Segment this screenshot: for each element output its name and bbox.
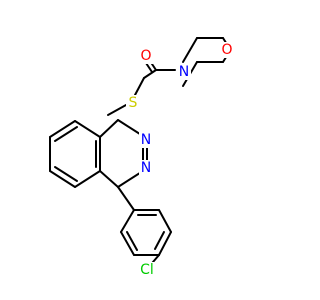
morpholine-nitrogen-label: N bbox=[179, 64, 189, 80]
bond bbox=[120, 209, 135, 233]
bond bbox=[117, 170, 144, 188]
bond bbox=[117, 186, 135, 211]
bond bbox=[74, 170, 101, 188]
sulfur-label: S bbox=[129, 95, 138, 111]
benzo-ring bbox=[49, 120, 101, 188]
bond bbox=[99, 119, 119, 138]
bond bbox=[145, 62, 153, 73]
bond bbox=[158, 209, 172, 233]
bond bbox=[154, 231, 165, 250]
ring-nitrogen-label-1: N bbox=[141, 132, 151, 148]
bond bbox=[99, 170, 119, 188]
bond bbox=[74, 120, 101, 138]
bond bbox=[126, 231, 138, 251]
molecule-structure: O O N S N N Cl bbox=[49, 37, 234, 278]
amide-linker bbox=[107, 60, 176, 116]
bond bbox=[49, 170, 76, 188]
bond bbox=[54, 166, 78, 182]
bond bbox=[117, 119, 144, 137]
bond bbox=[49, 120, 76, 138]
chlorine-label: Cl bbox=[140, 262, 154, 278]
bond bbox=[120, 231, 135, 256]
bond bbox=[54, 126, 78, 142]
chlorophenyl-ring bbox=[117, 186, 172, 270]
bond bbox=[134, 77, 145, 96]
ring-nitrogen-label-2: N bbox=[141, 160, 151, 176]
carbonyl-oxygen-label: O bbox=[140, 48, 151, 64]
bond bbox=[158, 231, 172, 256]
bond bbox=[143, 69, 157, 79]
bond bbox=[182, 37, 198, 63]
atom-labels: O O N S N N Cl bbox=[126, 42, 234, 278]
bond bbox=[107, 104, 127, 116]
morpholine-oxygen-label: O bbox=[221, 42, 232, 58]
phthalazine-ring bbox=[99, 119, 148, 188]
